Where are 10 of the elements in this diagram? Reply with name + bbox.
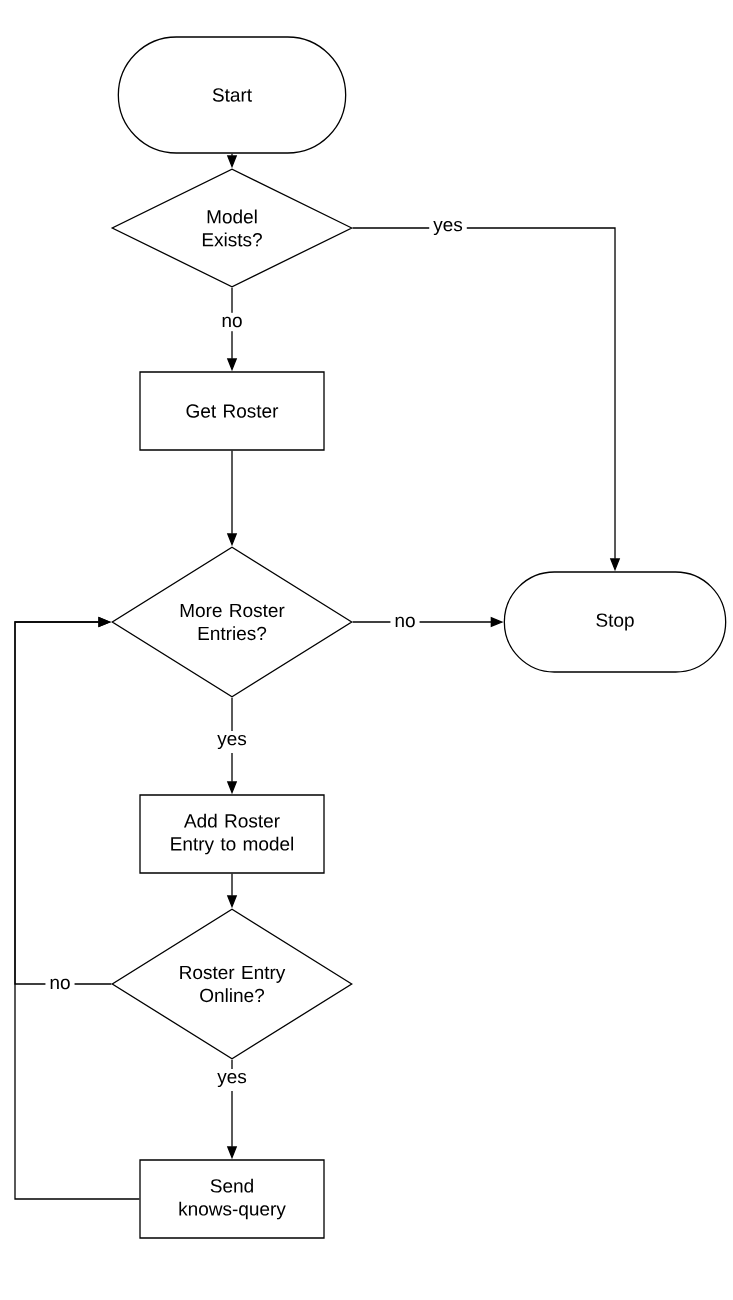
process-box: Get Roster [139,371,325,451]
edge-label: yes [213,1068,251,1092]
edge-label: yes [429,216,467,240]
process-box: Send knows-query [139,1159,325,1239]
edge-label: no [45,974,75,994]
process-box: Add Roster Entry to model [139,794,325,874]
edge-label: yes [213,730,251,754]
edge-label: no [390,612,420,632]
edge-label: no [217,312,247,332]
arrow [14,616,140,1200]
